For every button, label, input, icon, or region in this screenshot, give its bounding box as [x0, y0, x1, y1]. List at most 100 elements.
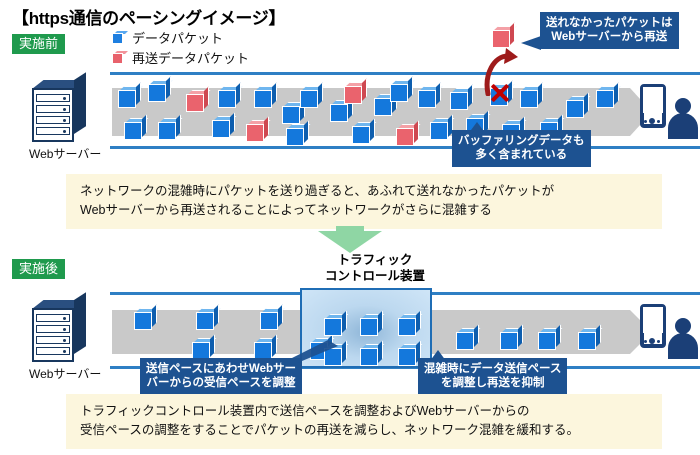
packet-cube: [344, 78, 369, 104]
device-title: トラフィック コントロール装置: [300, 252, 450, 285]
middle-note-line1: ネットワークの混雑時にパケットを送り過ぎると、あふれて送れなかったパケットが: [80, 184, 555, 198]
packet-cube: [450, 84, 475, 110]
legend-label-0: データパケット: [132, 30, 224, 46]
legend-label-1: 再送データパケット: [132, 50, 250, 66]
packet-cube: [330, 96, 355, 122]
device-title-line2: コントロール装置: [324, 269, 425, 284]
callout-resend: 送れなかったパケットは Webサーバーから再送: [540, 12, 679, 49]
middle-note: ネットワークの混雑時にパケットを送り過ぎると、あふれて送れなかったパケットが W…: [66, 174, 662, 229]
packet-cube: [596, 82, 621, 108]
legend-item-resend-packet: 再送データパケット: [112, 47, 249, 67]
packet-cube: [374, 90, 399, 116]
callout-pace-adjust-box: 送信ペースにあわせWebサー バーからの受信ペースを調整: [140, 358, 302, 395]
packet-cube: [390, 76, 415, 102]
packet-cube: [124, 114, 149, 140]
packet-cube: [500, 324, 525, 350]
person-icon-after: [668, 318, 698, 359]
callout-pace-adjust: 送信ペースにあわせWebサー バーからの受信ペースを調整: [140, 358, 302, 395]
rail-bottom-before: [110, 146, 700, 149]
stage-badge-after: 実施後: [12, 258, 66, 279]
web-server-after: Webサーバー: [29, 292, 102, 382]
packet-cube: [148, 76, 173, 102]
callout-congestion-line2: を調整し再送を抑制: [440, 377, 545, 390]
person-icon-before: [668, 98, 698, 139]
rail-top-before: [110, 72, 700, 75]
callout-buffering-tail: [468, 122, 486, 134]
packet-cube: [566, 92, 591, 118]
cube-icon-red: [112, 50, 128, 64]
packet-cube: [212, 112, 237, 138]
packet-cube: [520, 82, 545, 108]
bottom-note-line1: トラフィックコントロール装置内で送信ペースを調整およびWebサーバーからの: [80, 404, 530, 418]
packet-cube: [186, 86, 211, 112]
server-icon-after: [32, 292, 88, 362]
packet-cube: [118, 82, 143, 108]
resend-packet-group: [0, 0, 700, 80]
legend: データパケット 再送データパケット: [112, 27, 249, 67]
packet-cube: [418, 82, 443, 108]
packet-cube: [360, 340, 385, 366]
packet-cube: [430, 114, 455, 140]
client-device-after: [640, 304, 666, 348]
callout-congestion-tail: [430, 350, 446, 361]
packet-cube: [300, 82, 325, 108]
legend-item-data-packet: データパケット: [112, 27, 249, 47]
packet-cube: [398, 310, 423, 336]
packet-cube: [286, 120, 311, 146]
packet-cube: [158, 114, 183, 140]
packet-cube: [456, 324, 481, 350]
callout-pace-adjust-line1: 送信ペースにあわせWebサー: [146, 363, 296, 375]
packet-cube: [398, 340, 423, 366]
callout-congestion-control: 混雑時にデータ送信ペース を調整し再送を抑制: [418, 358, 568, 395]
resend-packet-cube: [492, 22, 517, 48]
cube-icon-blue: [112, 30, 128, 44]
packet-cube: [134, 304, 159, 330]
callout-pace-adjust-pointer: [280, 340, 338, 366]
packet-cube: [246, 116, 271, 142]
packet-cube: [260, 304, 285, 330]
stage-badge-before: 実施前: [12, 33, 66, 54]
callout-buffering-line2: 多く含まれている: [475, 149, 568, 162]
device-title-line1: トラフィック: [337, 253, 413, 267]
phone-icon-after: [640, 304, 666, 348]
resend-arrow-icon: [484, 48, 518, 96]
packet-cube: [352, 118, 377, 144]
server-label-after: Webサーバー: [29, 367, 102, 381]
badge-label-before: 実施前: [12, 34, 66, 54]
packet-cube: [196, 304, 221, 330]
callout-resend-tail: [521, 36, 541, 50]
user-person-before: [668, 98, 698, 139]
packet-group-after-device: [324, 310, 423, 366]
callout-buffering-line1: バッファリングデータも: [458, 135, 585, 147]
callout-resend-line1: 送れなかったパケットは: [546, 17, 673, 29]
callout-pace-adjust-line2: バーからの受信ペースを調整: [146, 377, 296, 390]
callout-congestion-line1: 混雑時にデータ送信ペース: [424, 363, 562, 375]
web-server-before: Webサーバー: [29, 72, 102, 162]
packet-cube: [218, 82, 243, 108]
callout-resend-line2: Webサーバーから再送: [551, 31, 668, 44]
packet-group-after-right: [456, 324, 603, 350]
packet-cube: [538, 324, 563, 350]
callout-congestion-control-box: 混雑時にデータ送信ペース を調整し再送を抑制: [418, 358, 568, 395]
server-label-before: Webサーバー: [29, 147, 102, 161]
packet-cube: [324, 340, 349, 366]
packet-cube: [282, 98, 307, 124]
callout-buffering: バッファリングデータも 多く含まれている: [452, 130, 591, 167]
page-title: 【https通信のペーシングイメージ】: [12, 9, 286, 28]
server-icon-before: [32, 72, 88, 142]
packet-cube: [324, 310, 349, 336]
packet-cube: [254, 82, 279, 108]
packet-cube: [360, 310, 385, 336]
callout-buffering-box: バッファリングデータも 多く含まれている: [452, 130, 591, 167]
phone-icon-before: [640, 84, 666, 128]
client-device-before: [640, 84, 666, 128]
bottom-note: トラフィックコントロール装置内で送信ペースを調整およびWebサーバーからの 受信…: [66, 394, 662, 449]
middle-note-line2: Webサーバーから再送されることによってネットワークがさらに混雑する: [80, 203, 492, 218]
callout-resend-box: 送れなかったパケットは Webサーバーから再送: [540, 12, 679, 49]
packet-cube: [396, 120, 421, 146]
bottom-note-line2: 受信ペースの調整をすることでパケットの再送を減らし、ネットワーク混雑を緩和する。: [80, 423, 580, 438]
transition-arrow-icon: [318, 226, 382, 254]
packet-cube: [578, 324, 603, 350]
badge-label-after: 実施後: [12, 259, 66, 279]
